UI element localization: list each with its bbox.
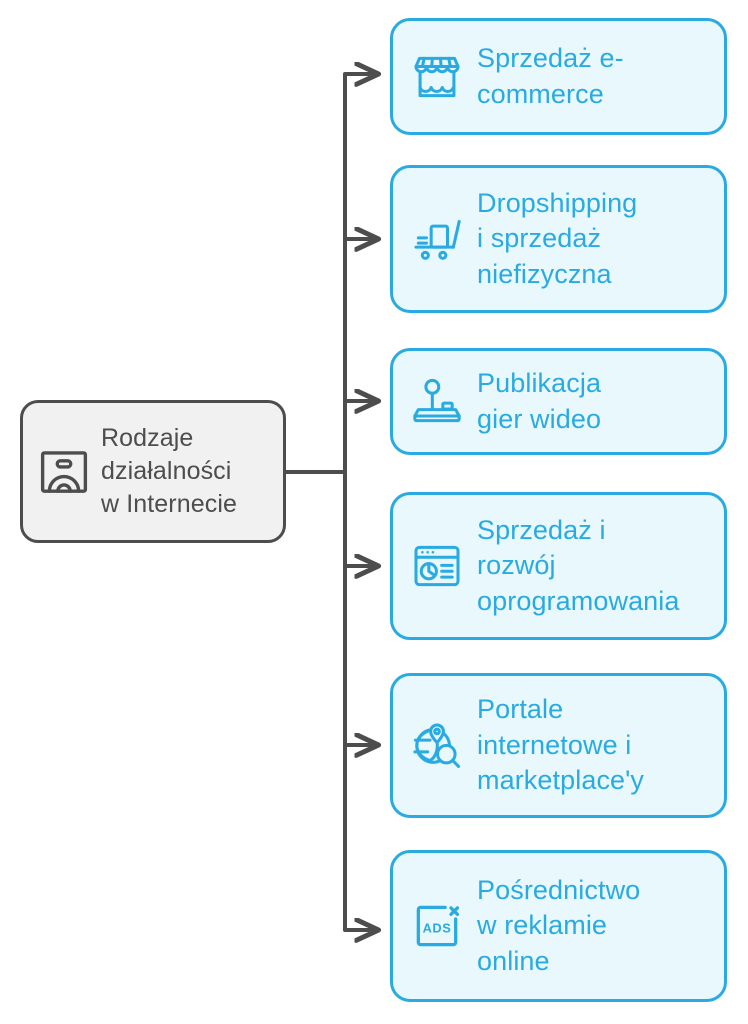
branch-node-label: Sprzedaż e- commerce [477,42,624,109]
branch-node-dropshipping[interactable]: Dropshipping i sprzedaż niefizyczna [390,165,727,313]
joystick-icon [413,378,461,422]
storefront-icon [414,56,460,97]
branch-node-label: Publikacja gier wideo [477,367,602,434]
branch-node-label: Sprzedaż i rozwój oprogramowania [477,514,680,616]
branch-node-label: Dropshipping i sprzedaż niefizyczna [477,187,638,289]
branch-node-portale-marketplace[interactable]: Portale internetowe i marketplace'y [390,673,727,818]
branch-node-label: Portale internetowe i marketplace'y [477,694,645,796]
root-node-label: Rodzaje działalności w Internecie [101,423,237,519]
delivery-cart-icon [414,219,461,260]
branch-node-sprzedaz-ecommerce[interactable]: Sprzedaż e- commerce [390,18,727,135]
ads-banner-icon: ADS [416,905,460,947]
branch-node-label: Pośrednictwo w reklamie online [477,874,641,976]
globe-search-pin-icon [413,722,461,768]
branch-node-reklama-online[interactable]: ADS Pośrednictwo w reklamie online [390,850,727,1002]
svg-text:ADS: ADS [423,920,452,935]
browser-analytics-icon [414,545,460,587]
branch-node-publikacja-gier[interactable]: Publikacja gier wideo [390,348,727,455]
root-node[interactable]: Rodzaje działalności w Internecie [20,400,286,543]
branch-node-oprogramowanie[interactable]: Sprzedaż i rozwój oprogramowania [390,492,727,640]
internet-business-archway-icon [40,450,88,493]
